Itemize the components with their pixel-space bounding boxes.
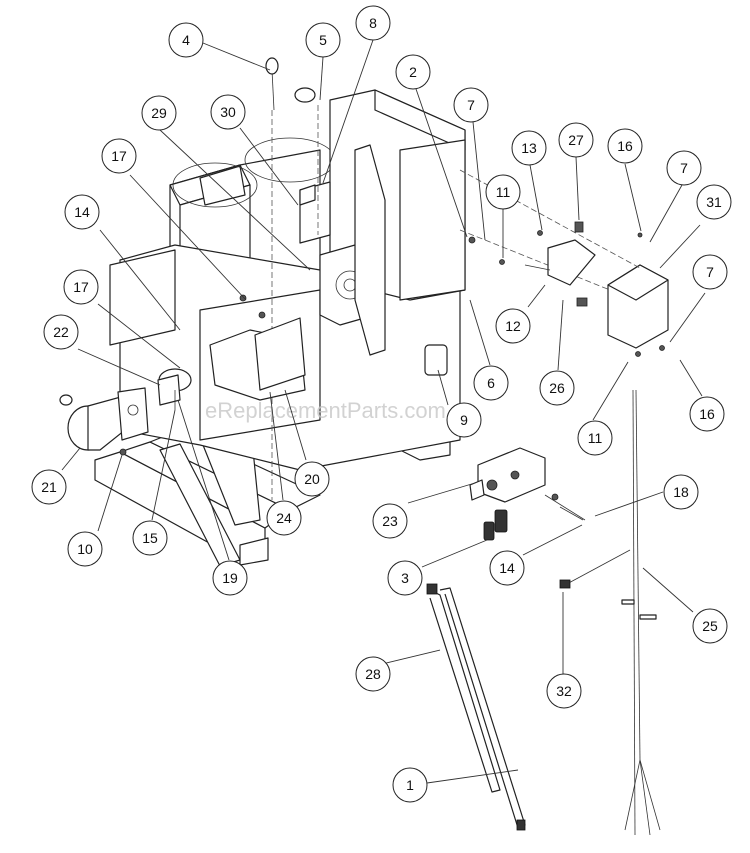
callout: 19 [212,560,248,596]
callout: 3 [387,560,423,596]
watermark: eReplacementParts.com [205,398,446,423]
svg-text:15: 15 [142,530,158,546]
callout: 30 [210,94,246,130]
svg-text:2: 2 [409,64,417,80]
coupling [157,368,192,410]
callout: 18 [663,474,699,510]
svg-text:24: 24 [276,510,292,526]
svg-text:3: 3 [401,570,409,586]
callouts: 4 5 8 2 7 29 30 17 13 27 16 7 11 31 14 1… [31,5,732,803]
svg-text:16: 16 [617,138,633,154]
svg-text:9: 9 [460,412,468,428]
callout: 2 [395,54,431,90]
callout: 29 [141,95,177,131]
callout: 24 [266,500,302,536]
svg-text:16: 16 [699,406,715,422]
svg-text:31: 31 [706,194,722,210]
svg-text:17: 17 [73,279,89,295]
wire-harness [559,389,661,836]
callout: 14 [64,194,100,230]
callout: 25 [692,608,728,644]
svg-text:19: 19 [222,570,238,586]
svg-text:8: 8 [369,15,377,31]
svg-text:21: 21 [41,479,57,495]
callout: 12 [495,308,531,344]
callout: 20 [294,461,330,497]
callout: 7 [692,254,728,290]
callout: 17 [63,269,99,305]
svg-text:14: 14 [499,560,515,576]
svg-text:23: 23 [382,513,398,529]
motor [59,387,149,451]
callout: 17 [101,138,137,174]
svg-text:5: 5 [319,32,327,48]
bracket [299,181,331,244]
svg-text:30: 30 [220,104,236,120]
callout: 13 [511,130,547,166]
callout: 27 [558,122,594,158]
guard [209,317,306,401]
svg-text:13: 13 [521,140,537,156]
callout: 7 [453,87,489,123]
callout: 9 [446,402,482,438]
callout: 21 [31,469,67,505]
valve-block [469,447,586,541]
svg-text:32: 32 [556,683,572,699]
svg-text:29: 29 [151,105,167,121]
callout: 8 [355,5,391,41]
control-box [459,169,669,349]
drive-chain [354,144,386,356]
callout: 7 [666,150,702,186]
callout: 16 [689,396,725,432]
svg-text:11: 11 [496,184,511,200]
callout: 31 [696,184,732,220]
callout: 11 [485,174,521,210]
svg-text:22: 22 [53,324,69,340]
dipstick [265,57,319,500]
callout: 4 [168,22,204,58]
fasteners [119,230,665,521]
callout: 6 [473,365,509,401]
svg-text:7: 7 [680,160,688,176]
callout: 16 [607,128,643,164]
callout: 10 [67,531,103,567]
callout: 26 [539,370,575,406]
svg-text:18: 18 [673,484,689,500]
svg-text:25: 25 [702,618,718,634]
callout: 28 [355,656,391,692]
svg-text:7: 7 [706,264,714,280]
svg-text:12: 12 [505,318,521,334]
callout: 11 [577,420,613,456]
callout: 1 [392,767,428,803]
callout: 14 [489,550,525,586]
callout: 22 [43,314,79,350]
callout: 15 [132,520,168,556]
svg-text:6: 6 [487,375,495,391]
callout: 32 [546,673,582,709]
svg-text:1: 1 [406,777,414,793]
leader-lines [61,39,706,784]
svg-text:7: 7 [467,97,475,113]
svg-text:14: 14 [74,204,90,220]
svg-text:20: 20 [304,471,320,487]
svg-text:27: 27 [568,132,584,148]
callout: 5 [305,22,341,58]
svg-text:4: 4 [182,32,190,48]
svg-text:28: 28 [365,666,381,682]
svg-text:11: 11 [588,430,603,446]
svg-text:17: 17 [111,148,127,164]
svg-text:10: 10 [77,541,93,557]
hoses [426,583,526,831]
callout: 23 [372,503,408,539]
svg-text:26: 26 [549,380,565,396]
